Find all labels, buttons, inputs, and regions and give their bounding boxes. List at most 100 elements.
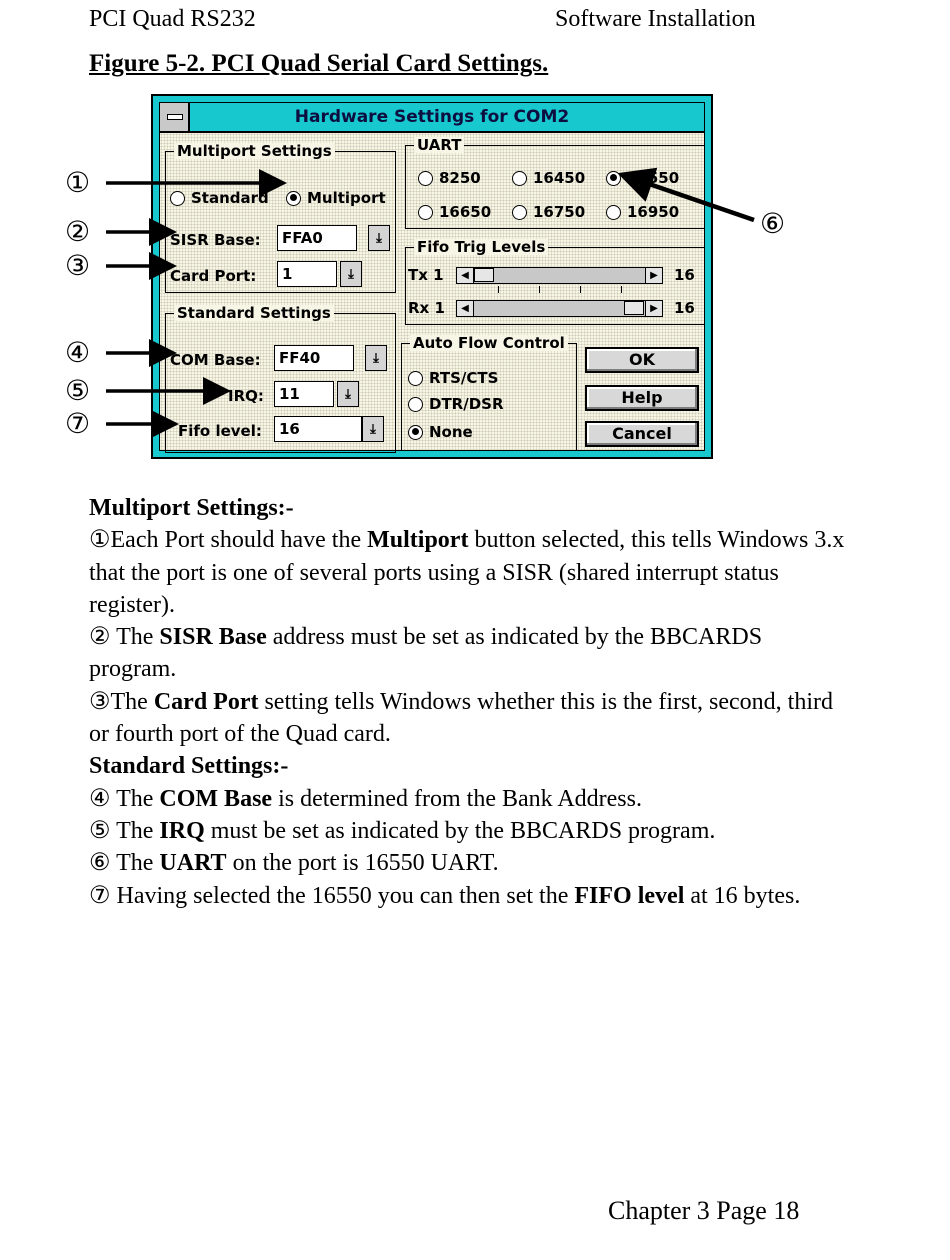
irq-label: IRQ: — [228, 387, 264, 405]
bold-term: SISR Base — [159, 624, 267, 651]
uart-8250-label: 8250 — [439, 169, 481, 187]
tx-scroll-right-icon[interactable]: ▶ — [645, 267, 663, 284]
dtr-dsr-radio-circle[interactable] — [408, 396, 423, 412]
fifo-level-field[interactable]: 16 — [274, 416, 362, 442]
paragraph-4: ④ The COM Base is determined from the Ba… — [89, 783, 849, 815]
multiport-radio-circle[interactable] — [286, 190, 301, 206]
auto-flow-control-group: Auto Flow Control RTS/CTS DTR/DSR None — [401, 335, 577, 451]
callout-2: ② — [65, 215, 91, 248]
marker-6: ⑥ — [89, 850, 111, 877]
rx-scroll-thumb[interactable] — [624, 301, 644, 315]
paragraph-5: ⑤ The IRQ must be set as indicated by th… — [89, 815, 849, 847]
rts-cts-label: RTS/CTS — [429, 369, 499, 387]
marker-1: ① — [89, 527, 111, 554]
card-port-dropdown-icon[interactable]: ⤓ — [340, 261, 362, 287]
text: on the port is 16550 UART. — [226, 850, 499, 877]
standard-settings-group: Standard Settings COM Base: FF40 ⤓ IRQ: … — [165, 305, 396, 453]
callout-6: ⑥ — [760, 207, 786, 240]
marker-3: ③ — [89, 688, 111, 715]
tick-mark — [580, 286, 581, 293]
tx-label: Tx 1 — [408, 266, 444, 284]
rts-cts-radio[interactable]: RTS/CTS — [408, 369, 498, 387]
fifo-level-label: Fifo level: — [178, 422, 262, 440]
tx-scrollbar[interactable]: ◀ ▶ — [456, 267, 663, 284]
cancel-button[interactable]: Cancel — [585, 421, 699, 447]
irq-dropdown-icon[interactable]: ⤓ — [337, 381, 359, 407]
uart-option-16750[interactable]: 16750 — [512, 203, 585, 221]
body-text: Multiport Settings:- ①Each Port should h… — [89, 492, 849, 912]
tick-mark — [539, 286, 540, 293]
sisr-base-dropdown-icon[interactable]: ⤓ — [368, 225, 390, 251]
uart-option-8250[interactable]: 8250 — [418, 169, 481, 187]
none-radio[interactable]: None — [408, 423, 473, 441]
dialog-title: Hardware Settings for COM2 — [294, 107, 570, 127]
standard-radio[interactable]: Standard — [170, 189, 269, 207]
tx-scroll-left-icon[interactable]: ◀ — [456, 267, 474, 284]
callout-7: ⑦ — [65, 407, 91, 440]
text: The — [110, 850, 160, 877]
multiport-settings-legend: Multiport Settings — [174, 143, 335, 159]
bold-term: FIFO level — [574, 882, 685, 909]
standard-radio-circle[interactable] — [170, 190, 185, 206]
uart-16950-radio-circle[interactable] — [606, 204, 621, 220]
sisr-base-field[interactable]: FFA0 — [277, 225, 357, 251]
marker-2: ② — [89, 624, 111, 651]
page-header-left: PCI Quad RS232 — [89, 6, 256, 32]
irq-value: 11 — [279, 385, 300, 403]
uart-16750-label: 16750 — [533, 203, 586, 221]
text: Having selected the 16550 you can then s… — [110, 882, 575, 909]
paragraph-3: ③The Card Port setting tells Windows whe… — [89, 686, 849, 751]
standard-settings-legend: Standard Settings — [174, 305, 334, 321]
marker-4: ④ — [89, 785, 111, 812]
rx-label: Rx 1 — [408, 299, 445, 317]
system-menu-icon[interactable] — [160, 103, 190, 131]
bold-term: UART — [159, 850, 227, 877]
bold-term: COM Base — [159, 785, 273, 812]
card-port-value: 1 — [282, 265, 293, 283]
uart-16650-label: 16650 — [439, 203, 492, 221]
uart-16650-radio-circle[interactable] — [418, 204, 433, 220]
sisr-base-label: SISR Base: — [170, 231, 261, 249]
multiport-radio[interactable]: Multiport — [286, 189, 386, 207]
rx-scrollbar[interactable]: ◀ ▶ — [456, 300, 663, 317]
paragraph-6: ⑥ The UART on the port is 16550 UART. — [89, 847, 849, 879]
rx-value: 16 — [674, 299, 695, 317]
text: button selected, this tells Windows 3.x … — [89, 527, 845, 618]
text: must be set as indicated by the BBCARDS … — [204, 817, 716, 844]
bold-term: Card Port — [153, 688, 259, 715]
uart-option-16950[interactable]: 16950 — [606, 203, 679, 221]
callout-arrow-6 — [617, 167, 755, 223]
rx-scroll-right-icon[interactable]: ▶ — [645, 300, 663, 317]
com-base-label: COM Base: — [170, 351, 261, 369]
ok-button[interactable]: OK — [585, 347, 699, 373]
uart-16750-radio-circle[interactable] — [512, 204, 527, 220]
com-base-field[interactable]: FF40 — [274, 345, 354, 371]
dtr-dsr-radio[interactable]: DTR/DSR — [408, 395, 504, 413]
hardware-settings-dialog: Hardware Settings for COM2 Multiport Set… — [151, 94, 713, 459]
callout-5: ⑤ — [65, 374, 91, 407]
rts-cts-radio-circle[interactable] — [408, 370, 423, 386]
uart-16950-label: 16950 — [627, 203, 680, 221]
irq-field[interactable]: 11 — [274, 381, 334, 407]
card-port-field[interactable]: 1 — [277, 261, 337, 287]
page-header-right: Software Installation — [555, 6, 756, 32]
com-base-dropdown-icon[interactable]: ⤓ — [365, 345, 387, 371]
marker-5: ⑤ — [89, 817, 111, 844]
uart-option-16450[interactable]: 16450 — [512, 169, 585, 187]
tx-scroll-thumb[interactable] — [474, 268, 494, 282]
help-button[interactable]: Help — [585, 385, 699, 411]
uart-option-16650[interactable]: 16650 — [418, 203, 491, 221]
text: The — [110, 785, 160, 812]
com-base-value: FF40 — [279, 349, 321, 367]
text: at 16 bytes. — [684, 882, 801, 909]
fifo-level-dropdown-icon[interactable]: ⤓ — [362, 416, 384, 442]
paragraph-1: ①Each Port should have the Multiport but… — [89, 524, 849, 621]
multiport-radio-label: Multiport — [307, 189, 386, 207]
card-port-label: Card Port: — [170, 267, 257, 285]
rx-scroll-left-icon[interactable]: ◀ — [456, 300, 474, 317]
bold-term: IRQ — [159, 817, 205, 844]
uart-16450-radio-circle[interactable] — [512, 170, 527, 186]
uart-8250-radio-circle[interactable] — [418, 170, 433, 186]
none-radio-circle[interactable] — [408, 424, 423, 440]
